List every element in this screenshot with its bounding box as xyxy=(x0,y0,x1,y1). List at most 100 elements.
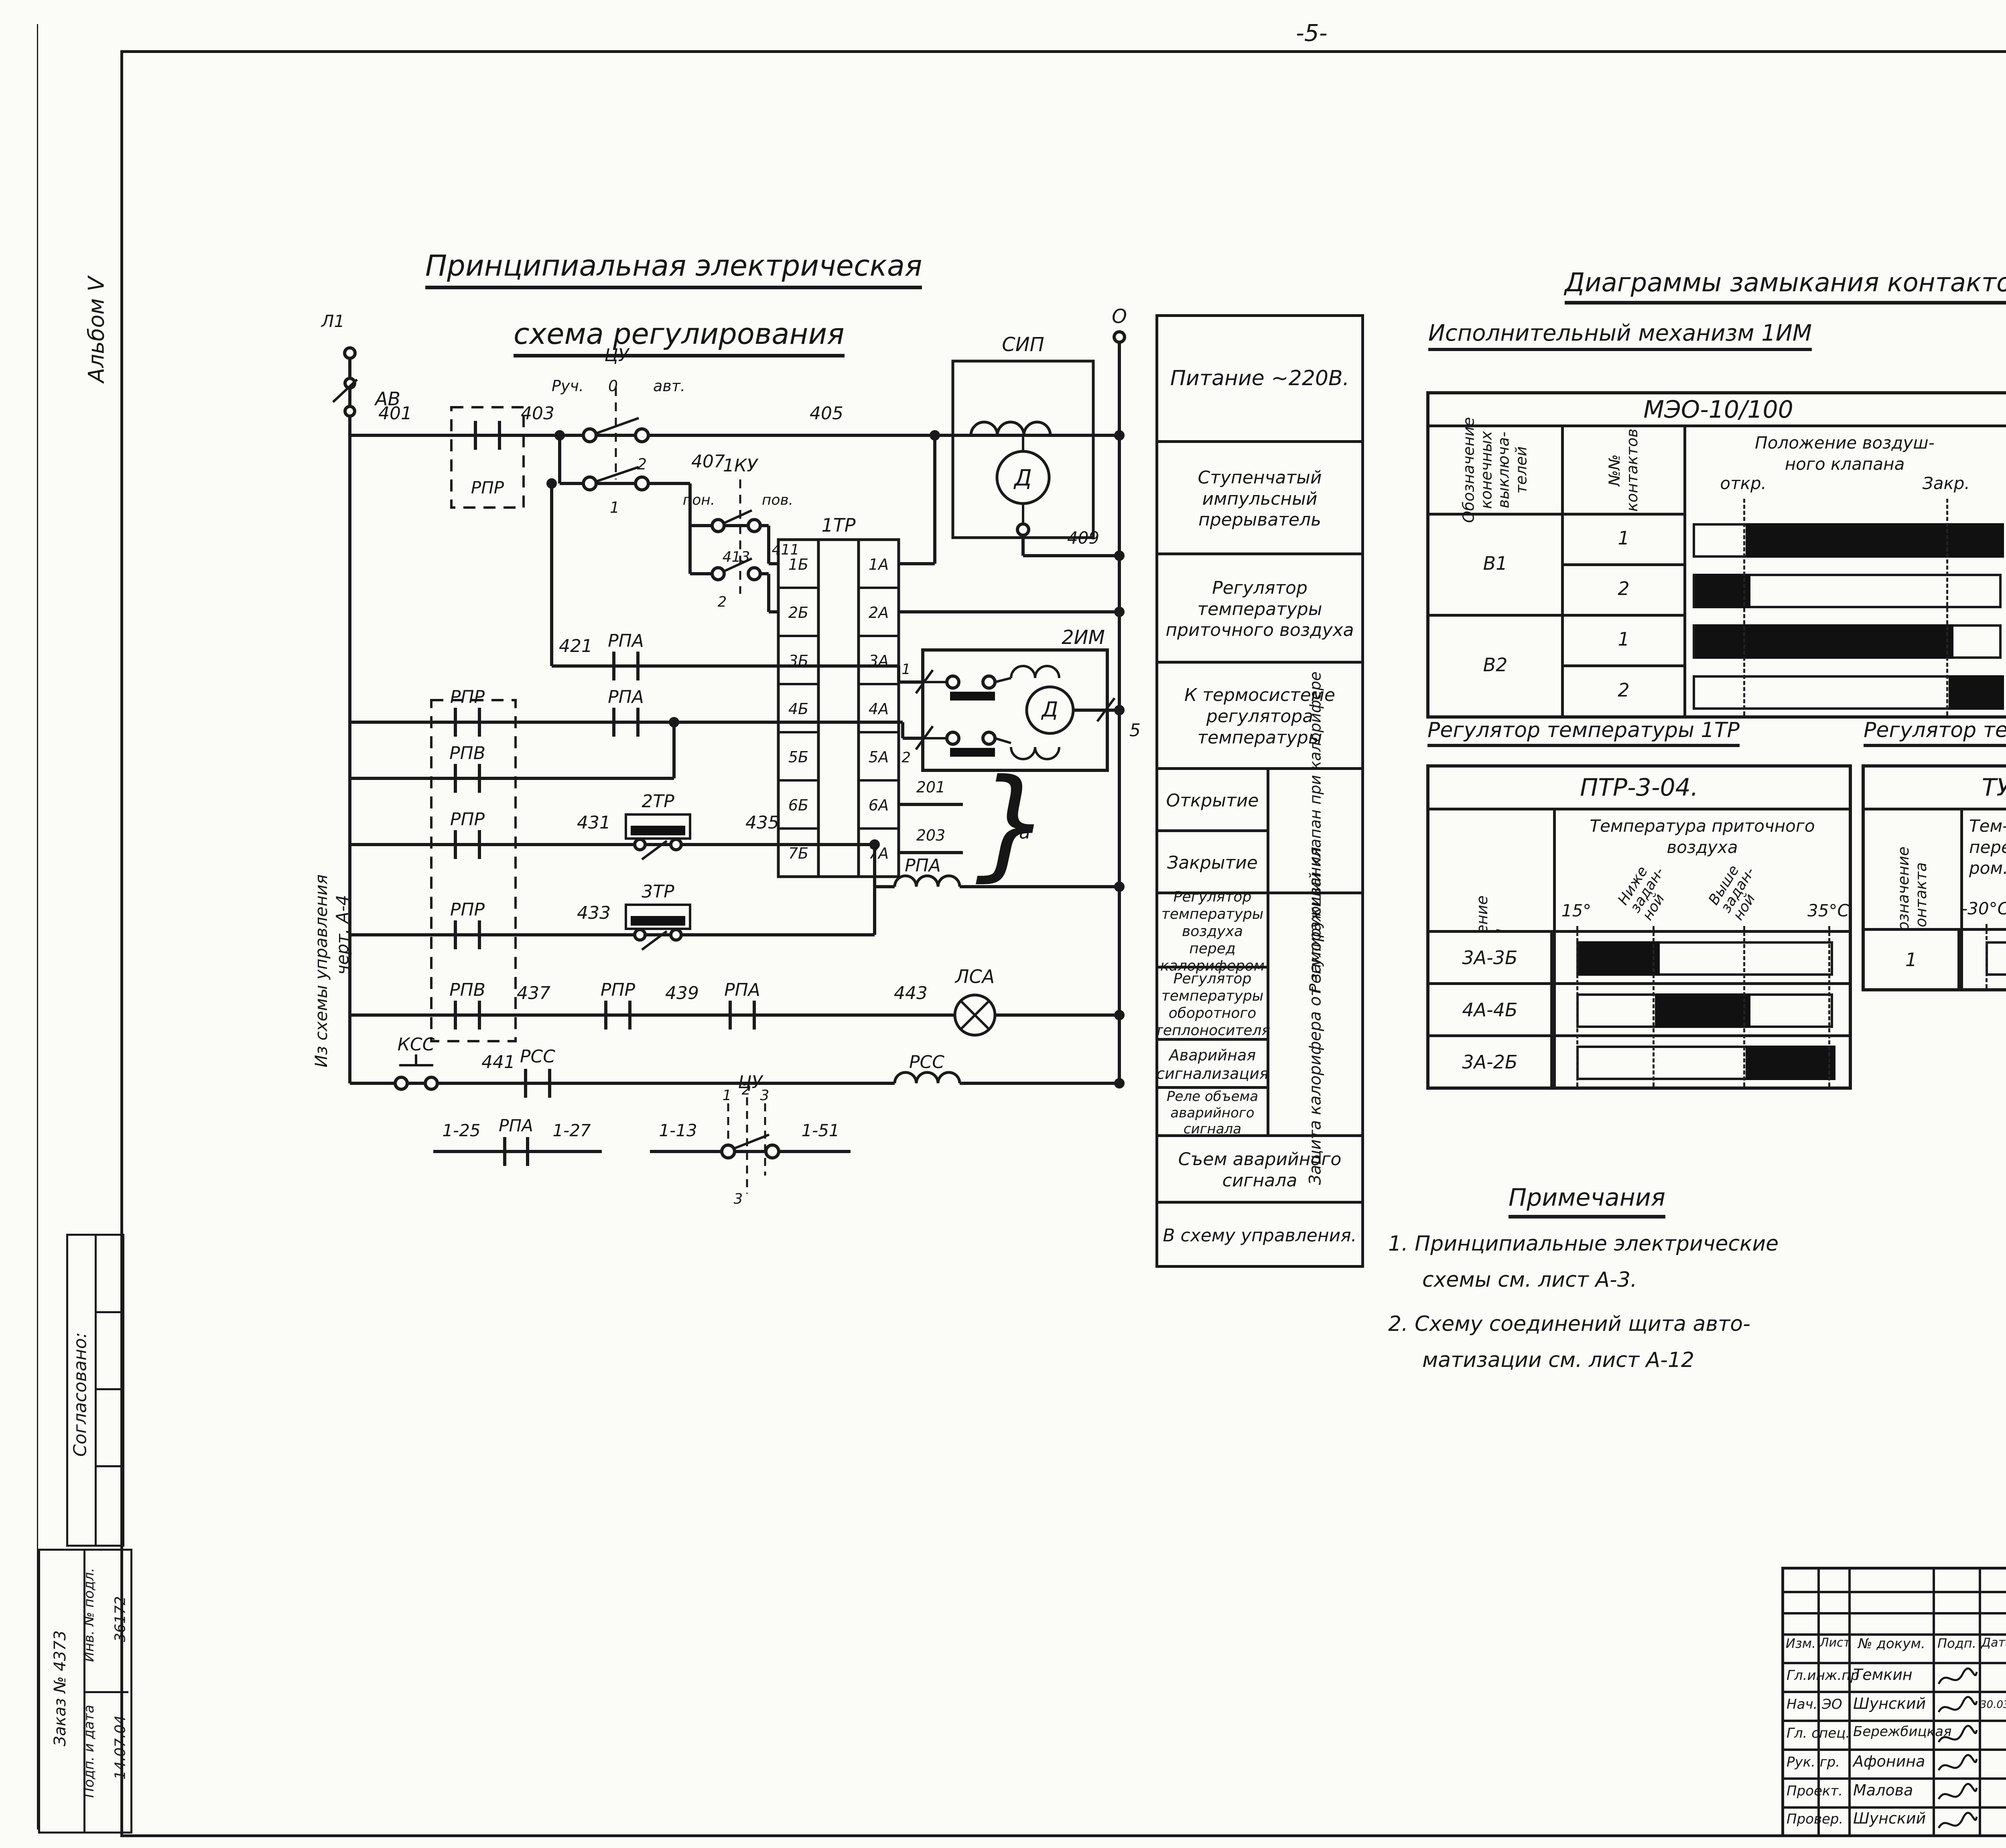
contact-rpa-2: РПА xyxy=(608,687,644,707)
note-1-line1: 1. Принципиальные электрические xyxy=(1388,1232,1779,1256)
signature-icon xyxy=(1937,1811,1978,1829)
bar-closed-segment xyxy=(1746,1046,1835,1080)
bar-closed-segment xyxy=(1579,941,1660,976)
stamp-date-value: 14.07.04 xyxy=(112,1715,129,1780)
im-group-v2: В2 xyxy=(1483,654,1508,676)
terminal-4a: 4А xyxy=(869,700,889,718)
schematic-title-line2: схема регулирования xyxy=(514,317,845,357)
tr1-model: ПТР-3-04. xyxy=(1429,768,1849,810)
tr2-row1-name: 1 xyxy=(1865,928,1960,988)
diagrams-section-title: Диаграммы замыкания контактов xyxy=(1565,268,2006,305)
tr1-table-title: Регулятор температуры 1ТР xyxy=(1427,718,1740,747)
controller-1ku-label: 1КУ xyxy=(723,455,759,476)
sip-motor-letter: Д xyxy=(1013,465,1032,491)
axis-tick-line xyxy=(1743,499,1746,715)
agreed-grid-line xyxy=(95,1465,122,1467)
wire-201: 201 xyxy=(916,778,946,796)
terminal-2a: 2А xyxy=(869,604,889,621)
switch-zero-label: 0 xyxy=(608,377,618,395)
legend-close: Закрытие xyxy=(1158,829,1269,894)
tb-name-0: Темкин xyxy=(1853,1666,1913,1684)
contact-rpr-5: РПР xyxy=(601,980,636,1000)
legend-alarm: Аварийная сигнализация xyxy=(1156,1038,1269,1089)
tb-name-2: Бережбицкая xyxy=(1853,1724,1952,1740)
axis-tick-line xyxy=(1985,924,1988,988)
wire-437: 437 xyxy=(517,983,550,1003)
bus-label: Л1 xyxy=(321,311,345,331)
tb-role-3: Рук. гр. xyxy=(1787,1754,1840,1770)
tb-name-5: Шунский xyxy=(1853,1809,1926,1827)
terminal-5b: 5Б xyxy=(788,748,808,766)
tr2-head: Тем-ра воздуха перед калорифе- ром. xyxy=(1969,816,2006,878)
ku-contact2-label: 2 xyxy=(718,594,727,610)
tr2-col-contact: Обозначение контакта xyxy=(1865,810,1963,988)
terminal-6b: 6Б xyxy=(788,796,808,814)
wire-431: 431 xyxy=(577,812,611,833)
contact-rpr-2: РПР xyxy=(450,687,485,707)
tb-col-doc: № докум. xyxy=(1858,1636,1925,1652)
tr1-bar-1 xyxy=(1576,941,1833,976)
coil-rpa-label: РПА xyxy=(905,855,941,876)
title-block: Изм. Лист № докум. Подп. Дата Гл.инж.пр … xyxy=(1781,1567,2006,1837)
signature-icon xyxy=(1937,1696,1978,1713)
wire-401: 401 xyxy=(378,403,412,424)
wire-439: 439 xyxy=(665,983,699,1003)
bar-closed-segment xyxy=(1695,574,1751,608)
switch-manual-label: Руч. xyxy=(552,377,584,395)
contact-rpa-3: РПА xyxy=(724,980,760,1000)
im-head: Положение воздуш- ного клапана xyxy=(1755,433,1935,474)
legend-alarm-relay: Реле объема аварийного сигнала xyxy=(1158,1086,1269,1137)
wire-403: 403 xyxy=(521,403,554,424)
left-stamp: Заказ № 4373 Инв. № подл. Подп. и дата 3… xyxy=(38,1549,132,1834)
wire-441: 441 xyxy=(481,1052,515,1072)
legend-alarm-pickup: Съем аварийного сигнала xyxy=(1158,1134,1361,1204)
tr1-bar-3 xyxy=(1576,1046,1835,1080)
terminal-6a: 6А xyxy=(869,796,889,814)
limit-contact2-label: 2 xyxy=(901,749,911,766)
contact-rss-label: РСС xyxy=(520,1046,555,1067)
stamp-divider xyxy=(83,1691,128,1693)
im-bar-3 xyxy=(1692,624,2002,659)
tr1-row1-name: 3А-3Б xyxy=(1429,930,1553,982)
cu-pos2: 2 xyxy=(742,1082,751,1098)
cu-pos3-below: 3 xyxy=(734,1191,743,1207)
cu-pos1: 1 xyxy=(723,1087,732,1104)
limit-contact1-label: 1 xyxy=(901,661,911,678)
tr1-row2-name: 4А-4Б xyxy=(1429,982,1553,1034)
legend-return-heat: Регулятор температуры оборотного теплоно… xyxy=(1155,966,1270,1041)
wire-409: 409 xyxy=(1067,528,1099,548)
actuator-2im-label: 2ИМ xyxy=(1062,626,1105,649)
axis-tick-line xyxy=(1652,926,1655,1086)
switch-auto-label: авт. xyxy=(653,377,685,395)
legend-to-control: В схему управления. xyxy=(1158,1201,1361,1268)
switch-cu-label: ЦУ xyxy=(605,345,630,366)
terminal-7a: 7А xyxy=(869,845,889,862)
sip-label: СИП xyxy=(1002,333,1044,356)
tb-name-4: Малова xyxy=(1853,1781,1913,1799)
agreed-grid-line xyxy=(95,1311,122,1313)
im-group-v1: В1 xyxy=(1483,552,1508,574)
axis-tick-label: Выше задан- ной xyxy=(1706,862,1759,924)
tb-role-0: Гл.инж.пр xyxy=(1787,1667,1860,1684)
lamp-lsa-label: ЛСА xyxy=(954,966,995,987)
tr1-table: ПТР-3-04. Обозначение цепи Температура п… xyxy=(1426,764,1852,1090)
legend-column: Питание ~220В. Ступенчатый импульсный пр… xyxy=(1155,314,1364,1268)
contact-rpv-2: РПВ xyxy=(449,980,485,1000)
stamp-order: Заказ № 4373 xyxy=(51,1630,69,1746)
legend-power: Питание ~220В. xyxy=(1170,366,1350,391)
im-c1: 1 xyxy=(1618,527,1630,549)
contact-rpr-3: РПР xyxy=(450,809,485,830)
actuator-motor-letter: Д xyxy=(1041,698,1058,722)
axis-tick-label: откр. xyxy=(1720,473,1766,493)
album-label: Альбом V xyxy=(83,276,109,383)
contact-rpr-4: РПР xyxy=(450,900,485,920)
axis-tick-line xyxy=(1576,926,1579,1086)
legend-thermosystem: К термосистеме регулятора температуры xyxy=(1158,661,1361,770)
tb-col-list: Лист xyxy=(1820,1636,1851,1650)
im-contact-col xyxy=(1564,513,1686,718)
note-2-line1: 2. Схему соединений щита авто- xyxy=(1388,1312,1750,1336)
agreed-grid: Согласовано: xyxy=(66,1234,124,1547)
tr1-row3-name: 3А-2Б xyxy=(1429,1034,1553,1086)
legend-open: Открытие xyxy=(1158,767,1269,832)
